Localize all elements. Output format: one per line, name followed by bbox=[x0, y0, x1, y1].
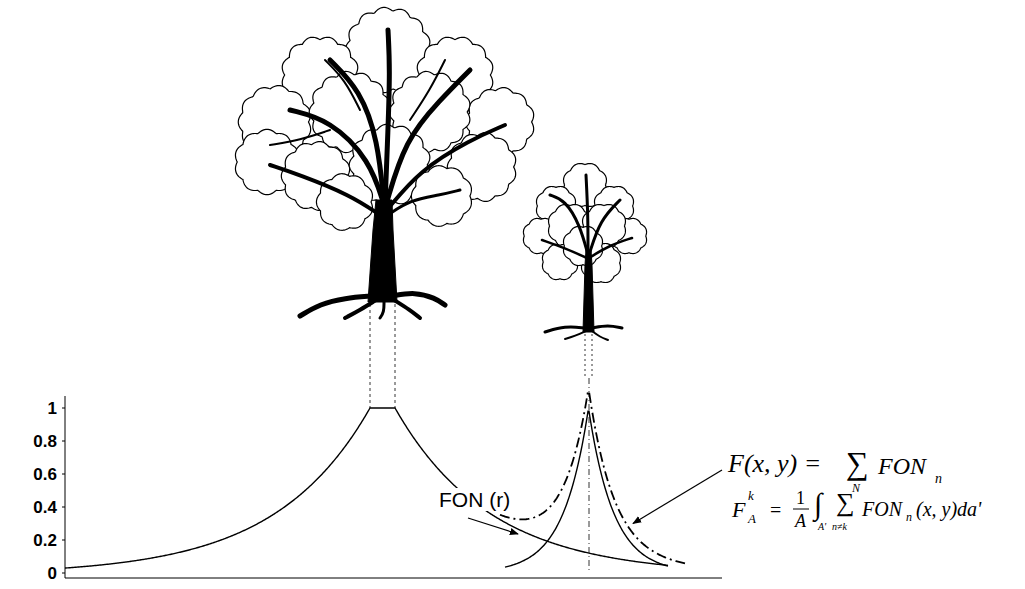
leader-arrow bbox=[468, 518, 518, 534]
formula-part: FON bbox=[862, 499, 902, 519]
axis-tick bbox=[62, 474, 65, 475]
root bbox=[300, 296, 372, 316]
root bbox=[345, 300, 376, 318]
axis-tick bbox=[62, 441, 65, 442]
root bbox=[380, 302, 384, 318]
branch bbox=[589, 238, 632, 258]
formula-symbol: ∑ bbox=[836, 490, 855, 516]
formula-index: A bbox=[748, 512, 756, 525]
guide-line bbox=[370, 304, 371, 408]
formula-symbol: = bbox=[770, 500, 781, 520]
curve-label: FON (r) bbox=[437, 488, 512, 511]
formula-index: n≠k bbox=[832, 522, 847, 532]
fraction-bar bbox=[793, 509, 809, 510]
branch bbox=[270, 130, 330, 145]
branch bbox=[410, 60, 445, 120]
branch bbox=[542, 240, 587, 258]
leaf-cluster bbox=[316, 174, 372, 231]
formula-part: F bbox=[732, 499, 745, 521]
axis-value: 0.6 bbox=[33, 466, 57, 483]
trees bbox=[235, 7, 646, 340]
fon-curve-large bbox=[65, 408, 668, 568]
formula-part: A bbox=[795, 512, 806, 530]
formula-symbol: ∫ bbox=[814, 489, 822, 519]
guide-line bbox=[395, 304, 396, 408]
curves bbox=[65, 391, 685, 568]
branch bbox=[586, 175, 588, 255]
axis-tick bbox=[62, 408, 65, 409]
axis-value: 0.8 bbox=[33, 433, 57, 450]
leader-lines bbox=[468, 470, 809, 534]
small-tree bbox=[523, 164, 646, 340]
axes bbox=[62, 396, 722, 578]
branch bbox=[325, 60, 360, 110]
branch bbox=[270, 165, 380, 215]
fon-sum-curve bbox=[500, 391, 685, 563]
branch bbox=[387, 125, 505, 210]
branch bbox=[388, 190, 460, 215]
axis-tick bbox=[62, 540, 65, 541]
axis-value: 0.4 bbox=[33, 499, 57, 516]
formula-part: (x, y)da' bbox=[916, 499, 981, 519]
formula-index: k bbox=[748, 489, 754, 502]
axis-value: 0.2 bbox=[33, 532, 57, 549]
formula-part: FON bbox=[878, 454, 926, 478]
axis-value: 1 bbox=[48, 400, 57, 417]
formula-index: n bbox=[906, 511, 912, 523]
guide-line bbox=[589, 378, 590, 572]
formula-part: 1 bbox=[796, 489, 805, 507]
large-tree bbox=[235, 7, 533, 318]
branch bbox=[385, 30, 389, 205]
branch bbox=[589, 200, 620, 255]
formula-symbol: ∑ bbox=[846, 447, 869, 479]
guide-line bbox=[592, 334, 593, 378]
formula-index: A' bbox=[818, 522, 826, 532]
root bbox=[592, 326, 622, 328]
formula-part: F(x, y) = bbox=[728, 451, 821, 477]
axis-tick bbox=[62, 573, 65, 574]
branch bbox=[330, 60, 384, 205]
trunk bbox=[368, 200, 397, 302]
trunk bbox=[583, 250, 594, 332]
guide-lines bbox=[370, 304, 592, 572]
axis-tick bbox=[62, 507, 65, 508]
root bbox=[394, 300, 420, 318]
guide-line bbox=[585, 334, 586, 378]
formula-index: n bbox=[935, 472, 942, 486]
axis-value: 0 bbox=[48, 565, 57, 582]
root bbox=[545, 327, 585, 332]
leader-arrow bbox=[633, 470, 722, 523]
x-axis bbox=[65, 578, 722, 579]
y-axis bbox=[65, 396, 66, 578]
